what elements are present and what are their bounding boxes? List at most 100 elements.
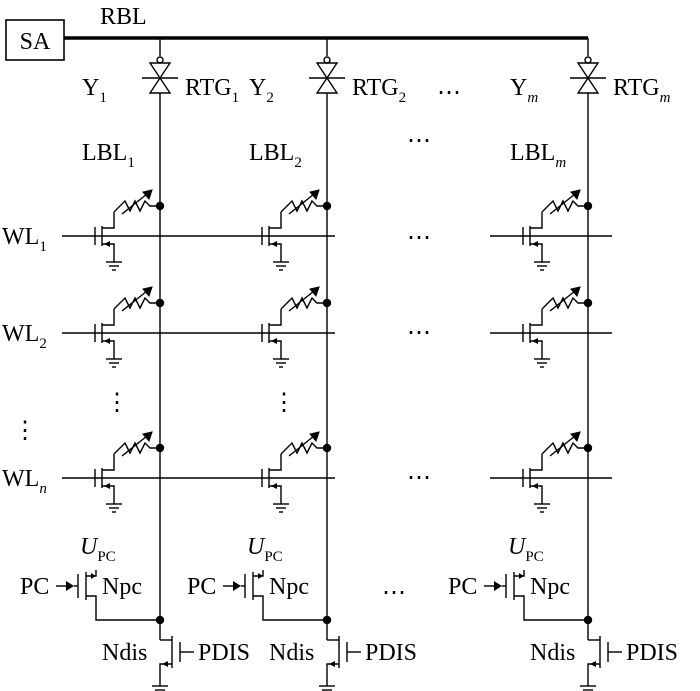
- wordline-label-1-main: WL: [2, 224, 39, 250]
- precharge-signal-label: PC: [187, 574, 216, 600]
- sense-amplifier: SA: [5, 19, 65, 61]
- column-select-label-1: Y1: [82, 75, 107, 106]
- precharge-output-wire: [86, 595, 160, 621]
- precharge-junction: [583, 615, 593, 625]
- local-bitline-label-1: LBL1: [82, 140, 135, 171]
- precharge-input-arrow: [233, 581, 241, 591]
- local-bitline-label-3-sub: m: [555, 155, 566, 171]
- precharge-supply-label-sub: PC: [525, 549, 543, 565]
- cell-source-arrow: [271, 338, 277, 344]
- wordline-label-2: WL2: [2, 321, 47, 352]
- cell-resistor-arrowhead: [142, 431, 153, 442]
- cell-ground-icon: [106, 261, 122, 271]
- read-bitline-label: RBL: [100, 4, 147, 30]
- transmission-gate-1: [142, 56, 178, 94]
- column-gate-label-2-sub: 2: [399, 90, 407, 106]
- transmission-gate-body: [148, 62, 172, 94]
- precharge-arrow: [519, 573, 524, 579]
- discharge-signal-label: PDIS: [198, 640, 250, 666]
- wordline-1: WL1: [2, 224, 612, 255]
- discharge-arrow: [162, 661, 168, 667]
- wordline-label-2-main: WL: [2, 321, 39, 347]
- local-bitline-label-3: LBLm: [510, 140, 566, 171]
- column-gate-label-2: RTG2: [352, 75, 406, 106]
- transmission-gate-2: [309, 56, 345, 94]
- memory-cell-r1-c2: [261, 189, 332, 271]
- cell-ground-icon: [273, 503, 289, 513]
- cell-source-arrow: [532, 241, 538, 247]
- column-gate-label-1: RTG1: [185, 75, 239, 106]
- column-select-label-3: Ym: [510, 75, 538, 106]
- column-gate-label-3-sub: m: [660, 90, 671, 106]
- precharge-junction: [155, 615, 165, 625]
- column-gate-label-3: RTGm: [613, 75, 671, 106]
- cell-drain: [269, 309, 282, 326]
- cell-source: [530, 243, 543, 262]
- horizontal-ellipsis-6: ⋯: [382, 580, 408, 606]
- wordline-label-1-sub: 1: [39, 239, 47, 255]
- column-select-label-3-main: Y: [510, 75, 527, 101]
- transmission-gate-bubble: [584, 56, 592, 64]
- cell-ground-icon: [106, 503, 122, 513]
- column-select-label-1-main: Y: [82, 75, 99, 101]
- precharge-output-wire: [253, 595, 327, 621]
- local-bitline-label-2-main: LBL: [249, 140, 294, 166]
- cell-source-arrow: [104, 483, 110, 489]
- column-gate-label-1-sub: 1: [232, 90, 240, 106]
- column-gate-label-2-main: RTG: [352, 75, 399, 101]
- cell-source-arrow: [104, 338, 110, 344]
- memory-cell-r1-c3: [522, 189, 593, 271]
- cell-source: [269, 485, 282, 504]
- horizontal-ellipsis-5: ⋯: [407, 465, 433, 491]
- column-select-label-1-sub: 1: [99, 90, 107, 106]
- cell-drain: [102, 454, 115, 471]
- wordline-label-3: WLn: [2, 466, 47, 497]
- cell-ground-icon: [273, 358, 289, 368]
- cell-drain: [530, 309, 543, 326]
- discharge-ground-icon: [580, 685, 596, 691]
- local-bitline-label-1-main: LBL: [82, 140, 127, 166]
- column-gate-label-1-main: RTG: [185, 75, 232, 101]
- cell-resistor-arrowhead: [309, 431, 320, 442]
- precharge-supply-label: UPC: [80, 534, 116, 565]
- cell-drain: [102, 212, 115, 229]
- cell-resistor-arrowhead: [570, 286, 581, 297]
- precharge-signal-label: PC: [448, 574, 477, 600]
- cell-source-arrow: [532, 483, 538, 489]
- cell-source: [102, 485, 115, 504]
- cell-drain: [269, 212, 282, 229]
- cell-resistor: [113, 296, 160, 310]
- memory-cell-r2-c3: [522, 286, 593, 368]
- cell-source-arrow: [271, 241, 277, 247]
- cell-bitline-junction: [583, 201, 593, 211]
- memory-cell-r3-c2: [261, 431, 332, 513]
- wordline-2: WL2: [2, 321, 612, 352]
- precharge-supply-label-sub: PC: [97, 549, 115, 565]
- cell-resistor: [113, 441, 160, 455]
- discharge-ground-icon: [152, 685, 168, 691]
- transmission-gate-body: [576, 62, 600, 94]
- wordline-label-3-main: WL: [2, 466, 39, 492]
- discharge-source: [159, 663, 172, 686]
- cell-bitline-junction: [322, 201, 332, 211]
- vertical-ellipsis-1: ⋮: [105, 390, 131, 416]
- precharge-supply-label-main: U: [80, 534, 99, 560]
- wordline-label-2-sub: 2: [39, 336, 47, 352]
- column-select-label-2: Y2: [249, 75, 274, 106]
- sense-amplifier-box: [5, 19, 65, 61]
- cell-source-arrow: [271, 483, 277, 489]
- cell-ground-icon: [534, 358, 550, 368]
- cell-drain: [102, 309, 115, 326]
- precharge-output-wire: [514, 595, 588, 621]
- precharge-transistor-label: Npc: [530, 574, 570, 600]
- vertical-ellipsis-2: ⋮: [272, 390, 298, 416]
- discharge-transistor-label: Ndis: [269, 640, 314, 666]
